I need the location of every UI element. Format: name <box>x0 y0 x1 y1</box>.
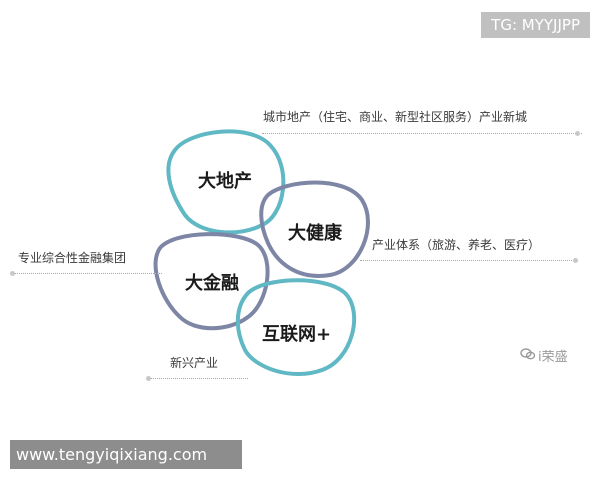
internet-plus-label: 互联网+ <box>262 324 332 345</box>
real-estate-blob <box>166 129 286 235</box>
health-label: 大健康 <box>288 223 342 244</box>
health-connector <box>360 260 578 261</box>
real-estate-connector-dot <box>575 131 580 136</box>
diagram-canvas: 大地产 大健康 大金融 互联网+ 城市地产（住宅、商业、新型社区服务）产业新城 … <box>0 65 600 390</box>
brand-mark: i荣盛 <box>520 346 568 365</box>
finance-blob <box>153 232 270 331</box>
internet-connector <box>148 378 248 379</box>
internet-description: 新兴产业 <box>170 356 219 370</box>
health-connector-dot <box>573 258 578 263</box>
real-estate-label: 大地产 <box>198 171 252 192</box>
wechat-icon <box>520 347 536 365</box>
finance-label: 大金融 <box>185 273 239 294</box>
bottom-watermark: www.tengyiqixiang.com <box>10 440 242 469</box>
internet-connector-dot <box>146 376 151 381</box>
real-estate-connector <box>262 133 582 134</box>
internet-plus-blob <box>235 278 357 376</box>
health-description: 产业体系（旅游、养老、医疗） <box>372 238 541 252</box>
health-blob <box>259 180 370 278</box>
finance-connector-dot <box>10 271 15 276</box>
top-watermark: TG: MYYJJPP <box>481 12 590 38</box>
brand-text: i荣盛 <box>538 350 568 365</box>
real-estate-description: 城市地产（住宅、商业、新型社区服务）产业新城 <box>263 110 528 124</box>
finance-connector <box>12 273 162 274</box>
blob-graphics <box>153 129 370 376</box>
finance-description: 专业综合性金融集团 <box>18 251 127 265</box>
